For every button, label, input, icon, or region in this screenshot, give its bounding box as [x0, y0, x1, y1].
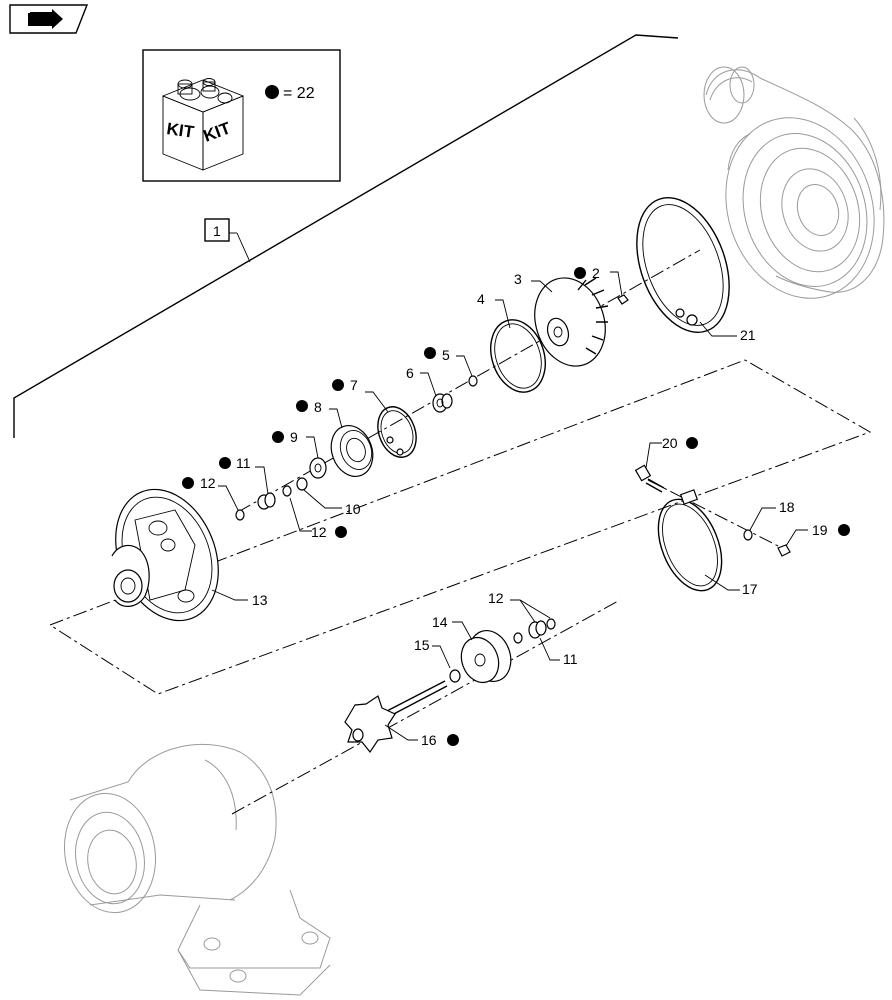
part-8-insert	[330, 425, 374, 477]
part-17-clamp	[657, 489, 723, 592]
label-16: 16	[421, 732, 437, 748]
part-12-ring-left	[235, 509, 245, 521]
label-8: 8	[314, 399, 322, 415]
part-14-heat-shield	[460, 630, 512, 684]
label-17: 17	[742, 581, 758, 597]
callout-box-1	[204, 218, 230, 242]
label-13: 13	[252, 592, 268, 608]
part-16-turbine-shaft	[344, 680, 448, 754]
kit-dot-16	[447, 734, 459, 746]
part-5-washer	[468, 375, 478, 387]
label-18: 18	[779, 499, 795, 515]
part-4-o-ring	[490, 319, 546, 393]
part-12-ring-upper	[282, 485, 292, 497]
kit-legend-text: = 22	[283, 85, 315, 102]
part-2-nut	[617, 294, 629, 305]
part-3-compressor-wheel	[534, 277, 609, 367]
label-1: 1	[213, 223, 221, 239]
kit-dot-9	[272, 431, 284, 443]
kit-dot-7	[332, 379, 344, 391]
label-2: 2	[592, 265, 600, 281]
nav-arrow-button[interactable]	[9, 4, 89, 34]
turbine-housing	[63, 743, 331, 996]
kit-dot-12a	[182, 477, 194, 489]
label-11b: 11	[563, 651, 578, 667]
part-6-spacer	[432, 393, 453, 413]
label-10: 10	[345, 501, 361, 517]
label-3: 3	[514, 271, 522, 287]
part-12-ring-lower-right	[546, 618, 556, 630]
label-19: 19	[812, 522, 828, 538]
arrow-nav-icon	[28, 9, 63, 29]
leader-lines	[211, 271, 808, 741]
kit-dot-5	[424, 347, 436, 359]
part-9-thrust-collar	[309, 457, 327, 479]
label-9: 9	[290, 429, 298, 445]
kit-dot-8	[296, 400, 308, 412]
part-15-seal-ring	[449, 669, 461, 683]
kit-dot-12b	[335, 526, 347, 538]
kit-right-text: KIT	[201, 118, 234, 145]
kit-dot-11	[219, 457, 231, 469]
callout-labels: 2 3 4 5 6 7 8 9 10 11 12 12 13 14 15 16 …	[182, 265, 850, 748]
kit-dot-2	[574, 267, 586, 279]
label-12c: 12	[488, 590, 504, 606]
assembly-boundary: 1	[13, 34, 679, 438]
kit-crate-icon: KIT KIT	[161, 78, 245, 171]
part-12-ring-lower	[513, 632, 523, 644]
kit-legend-box: KIT KIT = 22	[142, 49, 341, 182]
label-12b: 12	[311, 524, 327, 540]
part-20-bolt	[634, 464, 665, 493]
label-12a: 12	[200, 475, 216, 491]
label-4: 4	[477, 291, 485, 307]
part-19-nut	[777, 544, 791, 557]
kit-left-text: KIT	[165, 119, 195, 142]
part-21-snap-ring	[636, 196, 730, 334]
part-10-washer	[296, 477, 308, 491]
part-11-bearing-lower	[528, 620, 547, 639]
part-18-washer	[743, 529, 753, 541]
label-11a: 11	[236, 455, 251, 471]
label-20: 20	[662, 435, 678, 451]
label-15: 15	[414, 637, 430, 653]
label-7: 7	[350, 377, 358, 393]
filled-dot-icon	[265, 85, 279, 99]
label-5: 5	[442, 347, 450, 363]
label-6: 6	[406, 365, 414, 381]
part-7-retaining-ring	[377, 406, 417, 458]
part-13-bearing-housing	[111, 488, 219, 622]
label-21: 21	[740, 327, 756, 343]
kit-dot-19	[838, 524, 850, 536]
label-14: 14	[432, 614, 448, 630]
kit-dot-20	[686, 437, 698, 449]
part-11-bearing-upper	[257, 492, 276, 510]
compressor-housing	[703, 66, 885, 299]
